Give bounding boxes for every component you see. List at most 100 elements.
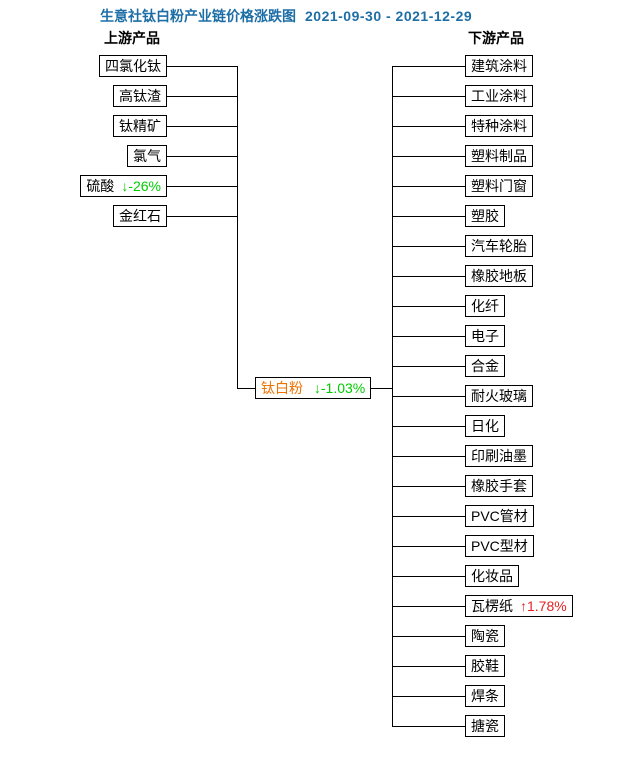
downstream-node-label: 塑胶 <box>471 208 499 224</box>
center-node: 钛白粉 ↓-1.03% <box>255 377 372 399</box>
downstream-node: 工业涂料 <box>465 85 533 107</box>
upstream-node-label: 金红石 <box>119 208 161 224</box>
downstream-node-label: 建筑涂料 <box>471 58 527 74</box>
downstream-connector-line <box>392 516 475 517</box>
upstream-trunk-line <box>237 66 238 389</box>
downstream-connector-line <box>392 156 475 157</box>
downstream-node-label: PVC管材 <box>471 508 528 524</box>
downstream-connector-line <box>392 636 475 637</box>
chart-title: 生意社钛白粉产业链价格涨跌图 2021-09-30 - 2021-12-29 <box>100 6 472 26</box>
center-right-connector-line <box>360 388 392 389</box>
upstream-node-label: 钛精矿 <box>119 118 161 134</box>
upstream-node: 四氯化钛 <box>99 55 167 77</box>
downstream-connector-line <box>392 696 475 697</box>
downstream-node: 塑胶 <box>465 205 505 227</box>
downstream-connector-line <box>392 606 475 607</box>
downstream-node-label: 合金 <box>471 358 499 374</box>
downstream-node-label: 搪瓷 <box>471 718 499 734</box>
downstream-node: 耐火玻璃 <box>465 385 533 407</box>
downstream-node-label: 橡胶手套 <box>471 478 527 494</box>
downstream-node-label: 陶瓷 <box>471 628 499 644</box>
upstream-node-label: 氯气 <box>133 148 161 164</box>
chart-title-text: 生意社钛白粉产业链价格涨跌图 <box>100 8 296 24</box>
downstream-node: 化妆品 <box>465 565 519 587</box>
downstream-node: 汽车轮胎 <box>465 235 533 257</box>
downstream-node-label: 工业涂料 <box>471 88 527 104</box>
downstream-header: 下游产品 <box>468 30 524 46</box>
center-price-change: ↓-1.03% <box>313 380 366 396</box>
upstream-connector-line <box>157 66 237 67</box>
downstream-node: 瓦楞纸 ↑1.78% <box>465 595 573 617</box>
downstream-node: 建筑涂料 <box>465 55 533 77</box>
upstream-connector-line <box>157 126 237 127</box>
upstream-connector-line <box>157 96 237 97</box>
downstream-connector-line <box>392 366 475 367</box>
upstream-node: 高钛渣 <box>113 85 167 107</box>
center-left-connector-line <box>237 388 267 389</box>
downstream-node-label: PVC型材 <box>471 538 528 554</box>
upstream-node: 硫酸 ↓-26% <box>80 175 167 197</box>
downstream-node: 电子 <box>465 325 505 347</box>
downstream-node-label: 耐火玻璃 <box>471 388 527 404</box>
upstream-connector-line <box>157 216 237 217</box>
downstream-connector-line <box>392 426 475 427</box>
downstream-connector-line <box>392 96 475 97</box>
downstream-trunk-line <box>392 66 393 727</box>
downstream-connector-line <box>392 726 475 727</box>
downstream-node-label: 橡胶地板 <box>471 268 527 284</box>
downstream-node: 橡胶地板 <box>465 265 533 287</box>
downstream-node-label: 焊条 <box>471 688 499 704</box>
downstream-node-label: 塑料制品 <box>471 148 527 164</box>
upstream-connector-line <box>157 156 237 157</box>
downstream-connector-line <box>392 186 475 187</box>
downstream-connector-line <box>392 306 475 307</box>
downstream-connector-line <box>392 666 475 667</box>
downstream-node: 陶瓷 <box>465 625 505 647</box>
upstream-node-label: 高钛渣 <box>119 88 161 104</box>
downstream-node-label: 汽车轮胎 <box>471 238 527 254</box>
upstream-node-label: 硫酸 <box>86 178 115 194</box>
downstream-node: 特种涂料 <box>465 115 533 137</box>
downstream-node-label: 胶鞋 <box>471 658 499 674</box>
downstream-node: 胶鞋 <box>465 655 505 677</box>
downstream-node-label: 化纤 <box>471 298 499 314</box>
downstream-node: PVC型材 <box>465 535 534 557</box>
downstream-node: 日化 <box>465 415 505 437</box>
downstream-node: 搪瓷 <box>465 715 505 737</box>
downstream-connector-line <box>392 66 475 67</box>
downstream-connector-line <box>392 486 475 487</box>
downstream-node: 焊条 <box>465 685 505 707</box>
upstream-node: 氯气 <box>127 145 167 167</box>
downstream-node: 塑料制品 <box>465 145 533 167</box>
upstream-header: 上游产品 <box>104 30 160 46</box>
downstream-connector-line <box>392 216 475 217</box>
downstream-node-label: 化妆品 <box>471 568 513 584</box>
upstream-connector-line <box>157 186 237 187</box>
downstream-node: 化纤 <box>465 295 505 317</box>
downstream-price-change: ↑1.78% <box>520 598 567 614</box>
downstream-connector-line <box>392 246 475 247</box>
downstream-node-label: 瓦楞纸 <box>471 598 513 614</box>
upstream-price-change: ↓-26% <box>121 178 161 194</box>
downstream-node: 印刷油墨 <box>465 445 533 467</box>
upstream-node: 金红石 <box>113 205 167 227</box>
upstream-node: 钛精矿 <box>113 115 167 137</box>
downstream-node-label: 塑料门窗 <box>471 178 527 194</box>
downstream-node: PVC管材 <box>465 505 534 527</box>
downstream-node-label: 日化 <box>471 418 499 434</box>
downstream-node-label: 电子 <box>471 328 499 344</box>
downstream-node: 合金 <box>465 355 505 377</box>
downstream-connector-line <box>392 126 475 127</box>
date-range: 2021-09-30 - 2021-12-29 <box>305 8 473 24</box>
downstream-node: 橡胶手套 <box>465 475 533 497</box>
upstream-node-label: 四氯化钛 <box>105 58 161 74</box>
downstream-node: 塑料门窗 <box>465 175 533 197</box>
downstream-connector-line <box>392 456 475 457</box>
downstream-node-label: 印刷油墨 <box>471 448 527 464</box>
downstream-connector-line <box>392 396 475 397</box>
downstream-connector-line <box>392 576 475 577</box>
center-node-label: 钛白粉 <box>261 380 303 396</box>
downstream-node-label: 特种涂料 <box>471 118 527 134</box>
downstream-connector-line <box>392 546 475 547</box>
